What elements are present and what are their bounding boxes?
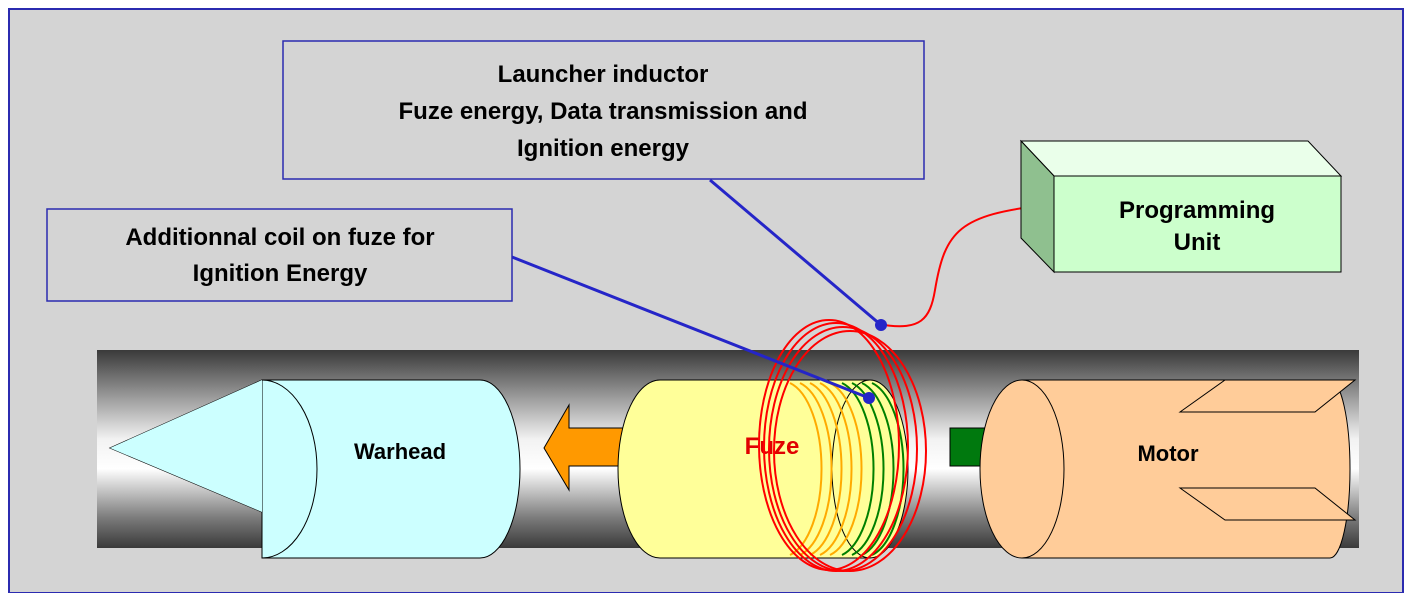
programming-unit-line-1: Programming — [1119, 197, 1275, 224]
launcher-callout-line-2: Fuze energy, Data transmission and — [399, 98, 808, 125]
orange-coil — [789, 382, 863, 556]
programming-unit-line-2: Unit — [1174, 229, 1221, 256]
launcher-inductor-coil — [758, 319, 927, 572]
fuze-label: Fuze — [745, 433, 800, 460]
motor: Motor — [979, 379, 1357, 559]
coil-leader-line — [511, 255, 870, 400]
motor-fin-bottom — [1178, 487, 1357, 521]
launcher-leader-dot — [875, 319, 887, 331]
warhead-label: Warhead — [354, 439, 446, 464]
coil-callout-line-1: Additionnal coil on fuze for — [125, 224, 434, 251]
ignition-coil — [841, 382, 905, 556]
fuze: Fuze — [617, 379, 909, 559]
motor-fin-top — [1178, 379, 1357, 413]
launcher-callout-line-1: Launcher inductor — [498, 61, 709, 88]
coil-leader-dot — [863, 392, 875, 404]
launcher-leader-line — [709, 178, 882, 327]
launcher-inductor-callout: Launcher inductor Fuze energy, Data tran… — [282, 40, 925, 180]
launcher-callout-line-3: Ignition energy — [517, 135, 690, 162]
warhead: Warhead — [108, 379, 521, 559]
programming-wire — [883, 204, 1046, 328]
motor-label: Motor — [1137, 441, 1199, 466]
programming-unit: Programming Unit — [1019, 139, 1343, 274]
additional-coil-callout: Additionnal coil on fuze for Ignition En… — [46, 208, 513, 302]
coil-callout-line-2: Ignition Energy — [193, 260, 368, 287]
